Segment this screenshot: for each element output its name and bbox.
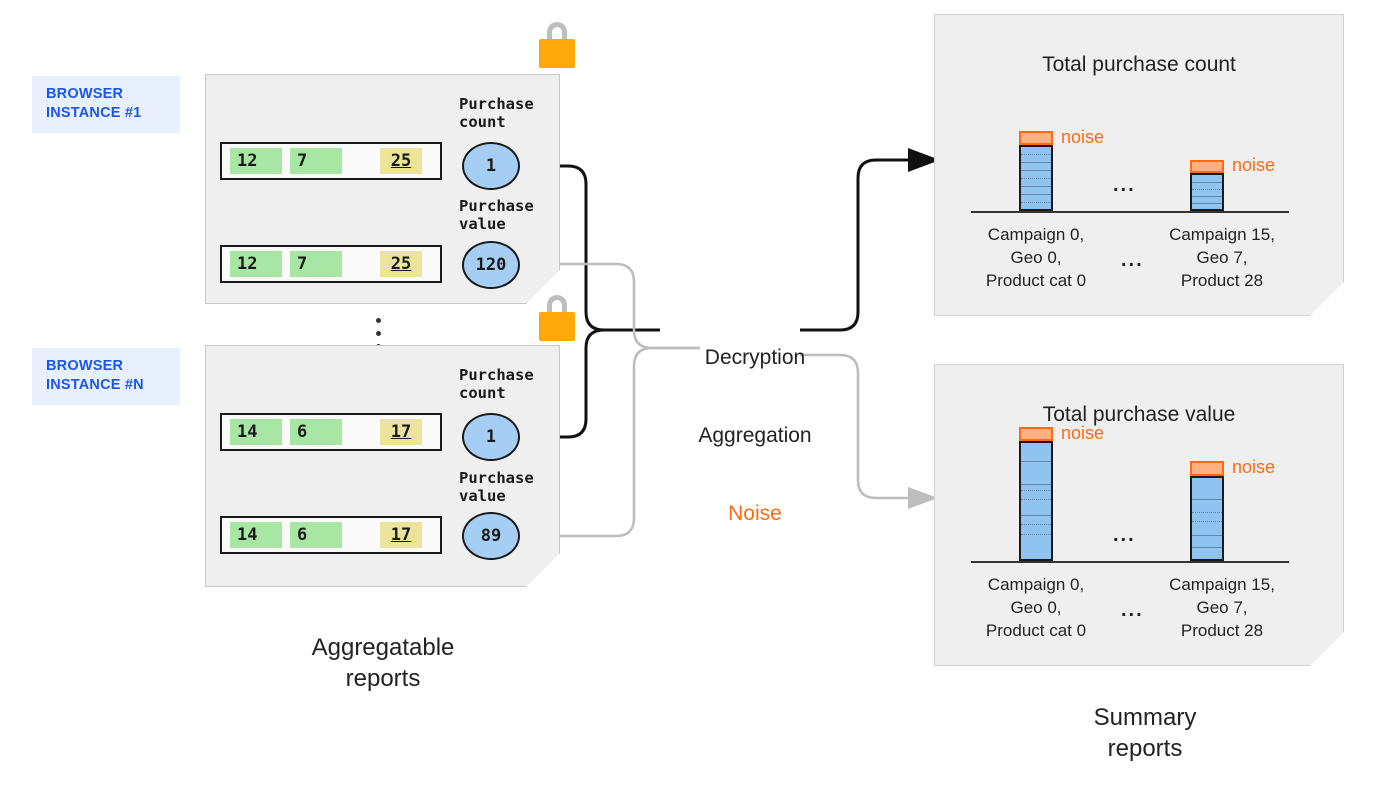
chart-category-label-count-0: Campaign 0, Geo 0, Product cat 0 <box>985 225 1087 290</box>
summary-report-card-value: Total purchase value noise ... noise Cam… <box>934 364 1344 666</box>
report-cell-geo: 7 <box>290 251 342 277</box>
noise-label-count-0: noise <box>1061 127 1105 147</box>
metric-label-purchase-value: Purchase value <box>459 469 534 505</box>
noise-label-count-1: noise <box>1232 155 1276 175</box>
report-row: 14 6 17 <box>220 413 442 451</box>
metric-label-purchase-count: Purchase count <box>459 95 534 131</box>
chart-label-ellipsis-count: ... <box>1121 249 1144 271</box>
process-line-decryption: Decryption <box>704 346 806 369</box>
caption-summary-reports: Summary reports <box>1093 704 1197 762</box>
report-cell-campaign: 14 <box>230 522 282 548</box>
report-cell-campaign: 12 <box>230 148 282 174</box>
process-line-aggregation: Aggregation <box>698 424 812 447</box>
chart-title-count: Total purchase count <box>1042 53 1236 76</box>
chart-axis-count <box>971 211 1289 213</box>
browser-instance-1-tag: BROWSER INSTANCE #1 <box>32 76 180 133</box>
bar-count-0 <box>1019 145 1053 211</box>
bar-noise-value-1 <box>1190 461 1224 476</box>
report-cell-geo: 6 <box>290 419 342 445</box>
process-line-noise: Noise <box>728 502 782 525</box>
noise-label-value-1: noise <box>1232 457 1276 477</box>
bar-value-1 <box>1190 476 1224 561</box>
report-cell-metric-value: 17 <box>390 422 412 442</box>
arrowhead-value <box>908 487 938 509</box>
report-row: 12 7 25 <box>220 142 442 180</box>
report-cell-campaign: 14 <box>230 419 282 445</box>
metric-bubble-purchase-count: 1 <box>462 142 520 190</box>
metric-label-purchase-value: Purchase value <box>459 197 534 233</box>
report-cell-metric-value: 17 <box>390 525 412 545</box>
report-cell-metric: 25 <box>380 148 422 174</box>
report-cell-campaign: 12 <box>230 251 282 277</box>
lock-icon <box>536 22 578 72</box>
caption-aggregatable-reports: Aggregatable reports <box>311 634 455 692</box>
report-cell-metric: 17 <box>380 419 422 445</box>
report-row: 12 7 25 <box>220 245 442 283</box>
report-cell-geo: 6 <box>290 522 342 548</box>
aggregation-process-block: Decryption Aggregation Noise <box>660 293 850 579</box>
bar-noise-count-1 <box>1190 160 1224 173</box>
metric-bubble-purchase-value: 89 <box>462 512 520 560</box>
chart-ellipsis-value: ... <box>1113 524 1136 546</box>
chart-title-value: Total purchase value <box>1042 403 1236 426</box>
bar-value-0 <box>1019 441 1053 561</box>
noise-label-value-0: noise <box>1061 423 1105 443</box>
chart-category-label-count-1: Campaign 15, Geo 7, Product 28 <box>1169 225 1275 290</box>
report-cell-geo: 7 <box>290 148 342 174</box>
chart-category-label-value-1: Campaign 15, Geo 7, Product 28 <box>1169 575 1275 640</box>
chart-category-label-value-0: Campaign 0, Geo 0, Product cat 0 <box>985 575 1087 640</box>
browser-instance-n-tag: BROWSER INSTANCE #N <box>32 348 180 405</box>
bar-noise-value-0 <box>1019 427 1053 441</box>
bar-count-1 <box>1190 173 1224 211</box>
report-cell-metric: 17 <box>380 522 422 548</box>
bar-noise-count-0 <box>1019 131 1053 145</box>
metric-label-purchase-count: Purchase count <box>459 366 534 402</box>
report-row: 14 6 17 <box>220 516 442 554</box>
metric-bubble-purchase-value: 120 <box>462 241 520 289</box>
report-cell-metric-value: 25 <box>390 151 412 171</box>
metric-bubble-purchase-count: 1 <box>462 413 520 461</box>
lock-icon <box>536 295 578 345</box>
chart-axis-value <box>971 561 1289 563</box>
chart-ellipsis-count: ... <box>1113 174 1136 196</box>
summary-report-card-count: Total purchase count noise ... noise Cam… <box>934 14 1344 316</box>
report-cell-metric-value: 25 <box>390 254 412 274</box>
chart-label-ellipsis-value: ... <box>1121 599 1144 621</box>
report-cell-metric: 25 <box>380 251 422 277</box>
